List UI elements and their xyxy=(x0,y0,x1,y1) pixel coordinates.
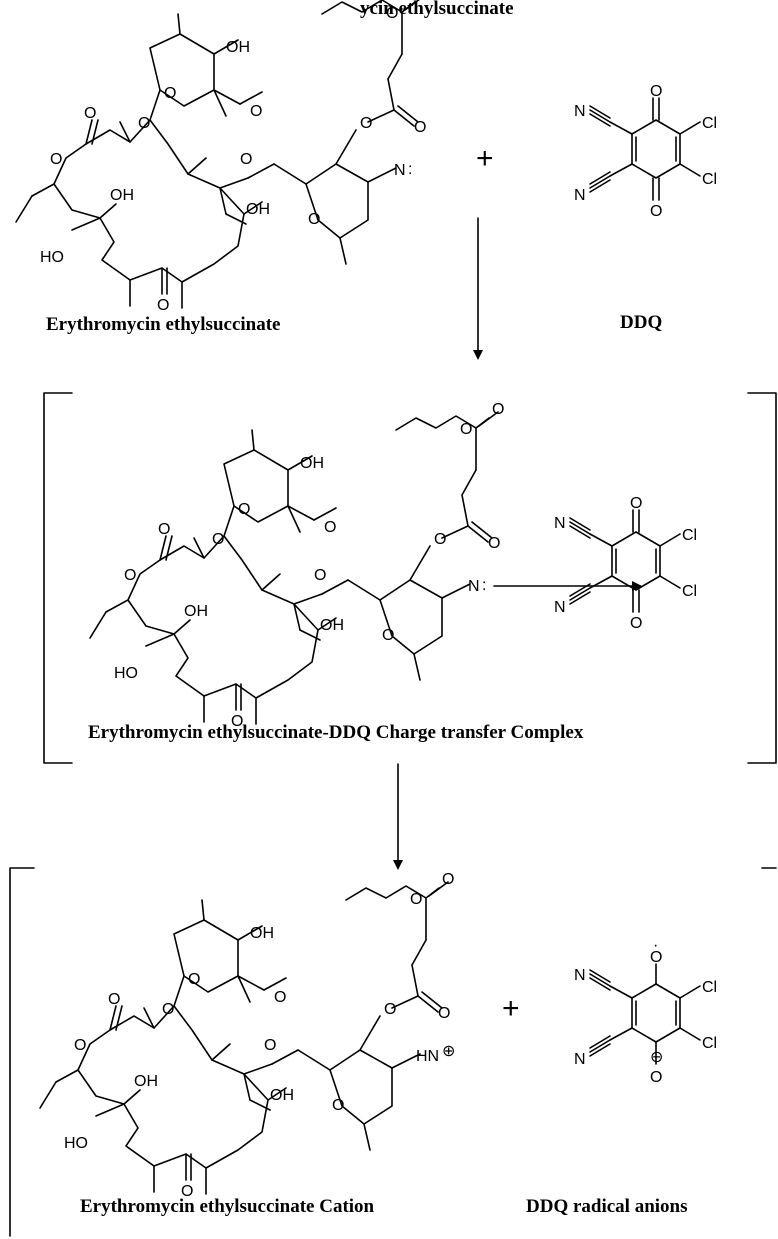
atom-o: O xyxy=(630,615,642,632)
atom-oh: OH xyxy=(246,201,270,218)
atom-o: O xyxy=(418,0,430,2)
atom-o: O xyxy=(324,519,336,536)
atom-o: O xyxy=(410,891,422,908)
plus-sign: + xyxy=(502,992,520,1025)
atom-o: O xyxy=(162,1001,174,1018)
reagent-ddq: O O Cl Cl N N xyxy=(574,83,717,220)
atom-o: O xyxy=(264,1037,276,1054)
atom-o: O xyxy=(188,971,200,988)
atom-o: O xyxy=(314,567,326,584)
atom-o: O xyxy=(434,531,446,548)
atom-n: N xyxy=(554,599,566,616)
atom-n: N xyxy=(574,967,586,984)
atom-o: O xyxy=(384,1001,396,1018)
label-erythromycin-cation: Erythromycin ethylsuccinate Cation xyxy=(80,1196,375,1217)
atom-o: O xyxy=(138,115,150,132)
plus-sign: + xyxy=(476,142,494,175)
complex-ddq: O O Cl Cl N N xyxy=(554,495,697,632)
atom-o: O xyxy=(240,151,252,168)
atom-o: O xyxy=(50,151,62,168)
atom-o: O xyxy=(630,495,642,512)
atom-n: N xyxy=(554,515,566,532)
atom-ho: HO xyxy=(64,1135,88,1152)
lone-pair: : xyxy=(408,161,412,178)
atom-n: N xyxy=(468,578,480,595)
label-charge-transfer-complex: Erythromycin ethylsuccinate-DDQ Charge t… xyxy=(88,722,584,743)
atom-o: O xyxy=(332,1097,344,1114)
label-ddq: DDQ xyxy=(620,312,662,333)
atom-n: N xyxy=(574,187,586,204)
atom-oh: OH xyxy=(250,925,274,942)
atom-o: O xyxy=(238,501,250,518)
atom-o: O xyxy=(442,871,454,888)
atom-o: O xyxy=(164,85,176,102)
left-bracket-products xyxy=(9,867,35,1237)
atom-o: O xyxy=(157,297,169,314)
atom-cl: Cl xyxy=(682,583,697,600)
right-bracket-complex xyxy=(747,392,777,764)
atom-o: O xyxy=(308,211,320,228)
label-erythromycin-ethylsuccinate: Erythromycin ethylsuccinate xyxy=(46,314,281,335)
product-erythromycin-cation: OH O O O O O OH OH HO O O O HN ⊕ O O O O xyxy=(39,871,455,1200)
complex-erythromycin: OH O O O O O OH OH HO O O O N : O O O O xyxy=(89,401,504,730)
atom-cl: Cl xyxy=(702,171,717,188)
atom-oh: OH xyxy=(226,39,250,56)
product-ddq-radical-anion: O · ⊖ O Cl Cl N N xyxy=(574,937,717,1086)
atom-o: O xyxy=(650,83,662,100)
atom-cl: Cl xyxy=(702,115,717,132)
label-ddq-radical-anions: DDQ radical anions xyxy=(526,1196,688,1217)
atom-o: O xyxy=(382,627,394,644)
atom-n: N xyxy=(394,162,406,179)
atom-cl: Cl xyxy=(702,1035,717,1052)
atom-o: O xyxy=(650,203,662,220)
atom-ho: HO xyxy=(40,249,64,266)
atom-n: N xyxy=(574,1051,586,1068)
atom-oh: OH xyxy=(300,455,324,472)
reactant-erythromycin: OH O O O O O OH OH HO O O O N : O O O O xyxy=(15,0,430,314)
atom-o: O xyxy=(74,1037,86,1054)
atom-o: O xyxy=(212,531,224,548)
atom-oh: OH xyxy=(134,1073,158,1090)
atom-o: O xyxy=(158,521,170,538)
atom-o: O xyxy=(438,1005,450,1022)
atom-oh: OH xyxy=(110,187,134,204)
atom-n: N xyxy=(574,103,586,120)
atom-hn: HN xyxy=(416,1048,439,1065)
lone-pair: : xyxy=(482,577,486,594)
atom-o: O xyxy=(124,567,136,584)
atom-o: O xyxy=(414,119,426,136)
atom-o: O xyxy=(231,713,243,730)
atom-o: O xyxy=(488,535,500,552)
atom-o: O xyxy=(360,115,372,132)
atom-cl: Cl xyxy=(702,979,717,996)
atom-o: O xyxy=(460,421,472,438)
atom-o: O xyxy=(650,1069,662,1086)
atom-o: O xyxy=(84,105,96,122)
left-bracket-complex xyxy=(43,392,73,764)
atom-o: O xyxy=(108,991,120,1008)
atom-oh: OH xyxy=(270,1087,294,1104)
atom-o: O xyxy=(250,103,262,120)
atom-o: O xyxy=(274,989,286,1006)
atom-o: O xyxy=(492,401,504,418)
atom-oh: OH xyxy=(184,603,208,620)
atom-o: O xyxy=(181,1183,193,1200)
atom-o: O xyxy=(386,5,398,22)
header-fragment: ycin ethylsuccinate xyxy=(360,0,514,19)
atom-cl: Cl xyxy=(682,527,697,544)
plus-charge: ⊕ xyxy=(442,1043,455,1060)
radical-dot: · xyxy=(653,937,658,954)
atom-ho: HO xyxy=(114,665,138,682)
minus-charge: ⊖ xyxy=(650,1049,663,1066)
atom-oh: OH xyxy=(320,617,344,634)
atom-o: O xyxy=(650,949,662,966)
